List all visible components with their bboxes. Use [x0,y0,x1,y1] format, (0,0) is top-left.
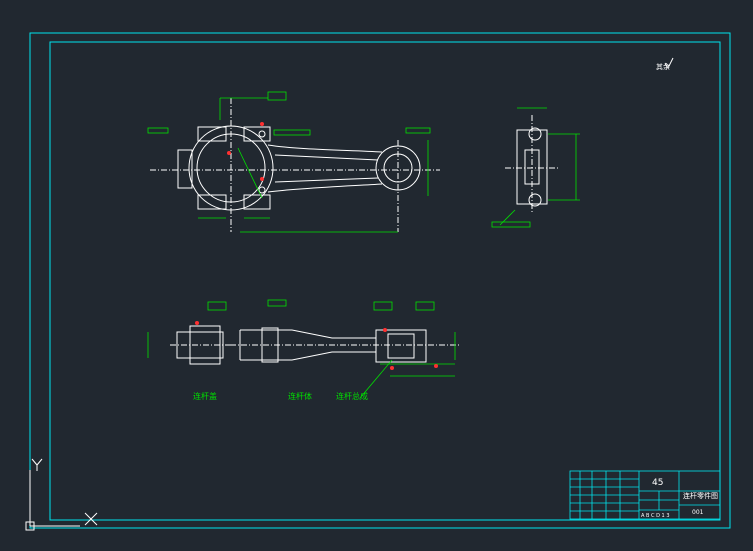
body-section-view[interactable] [230,327,460,363]
ucs-icon [25,458,98,531]
side-view[interactable] [505,115,560,212]
title-material: 45 [652,478,663,488]
title-part-name: 连杆零件图 [683,491,718,500]
roughness-label: 其余 [656,62,670,71]
assembly-view-label: 连杆总成 [336,391,368,401]
drawing-frame [29,32,731,529]
title-drawing-number: 001 [692,509,704,516]
main-view-dimensions [147,91,431,233]
cap-section-view[interactable] [170,325,232,365]
roughness-check-icon [664,57,674,70]
body-view-label: 连杆体 [288,391,312,401]
section-dimensions [147,299,456,399]
section-markers [195,321,438,370]
main-view-connecting-rod[interactable] [150,98,440,232]
main-view-markers [227,122,264,181]
cap-view-label: 连杆盖 [193,391,217,401]
side-view-dimensions [491,107,580,228]
roughness-note: 其余 [656,57,674,71]
title-scale-row: A B C D 1 3 [641,513,670,519]
title-block[interactable] [569,470,721,520]
